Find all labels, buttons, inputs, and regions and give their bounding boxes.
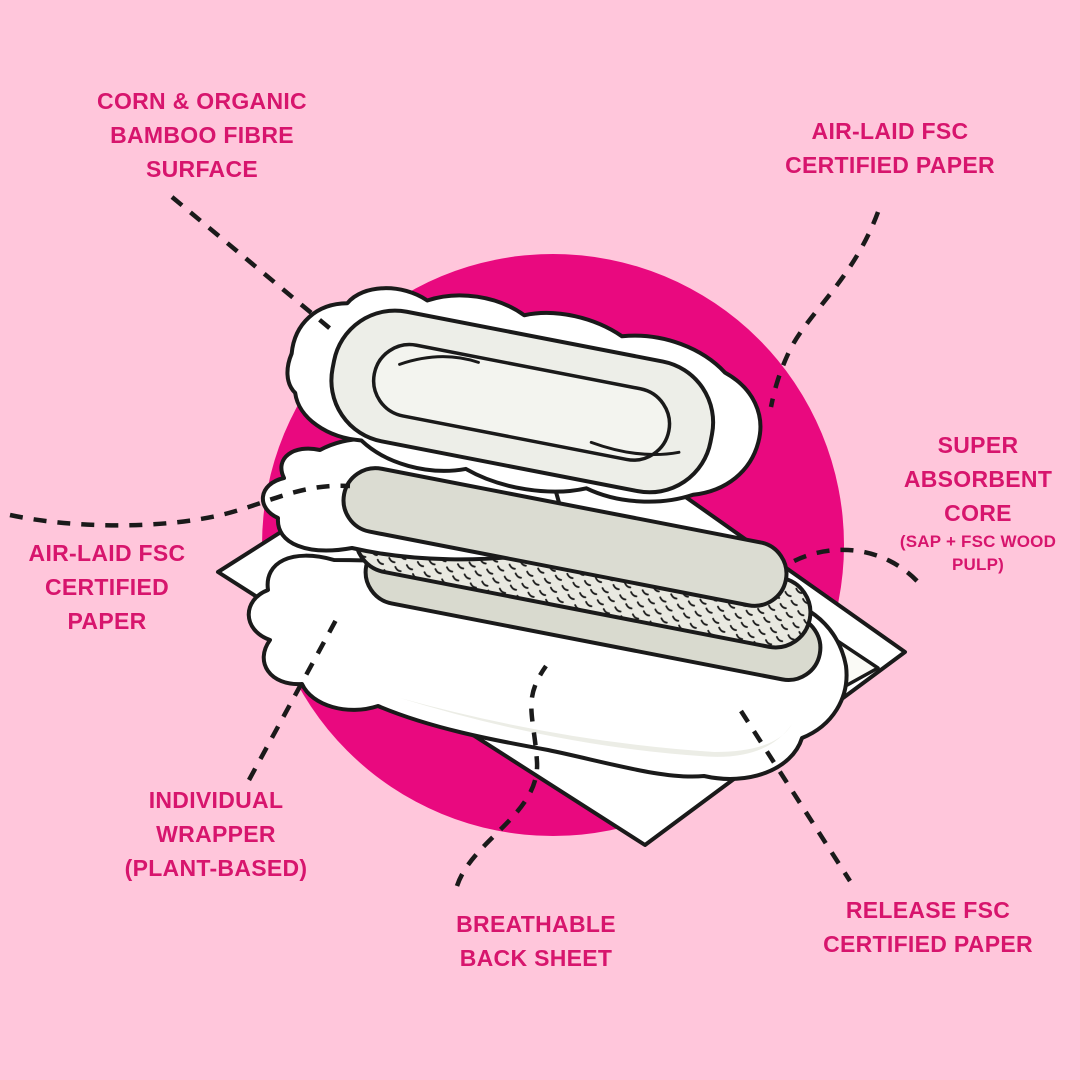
- label-line: PAPER: [67, 608, 147, 634]
- label-individual-wrapper: INDIVIDUAL WRAPPER (PLANT-BASED): [125, 783, 308, 885]
- label-line: BREATHABLE: [456, 911, 616, 937]
- label-line: CERTIFIED PAPER: [785, 152, 995, 178]
- connector-airlaid-top-right: [768, 211, 881, 408]
- label-line: INDIVIDUAL: [148, 787, 284, 813]
- label-release-paper: RELEASE FSC CERTIFIED PAPER: [823, 893, 1033, 961]
- label-airlaid-left: AIR-LAID FSC CERTIFIED PAPER: [29, 536, 186, 638]
- label-line: CERTIFIED PAPER: [823, 931, 1033, 957]
- label-line: CERTIFIED: [44, 574, 170, 600]
- label-line: (PLANT-BASED): [124, 855, 308, 881]
- label-line: BACK SHEET: [459, 945, 613, 971]
- label-line: ABSORBENT: [903, 466, 1053, 492]
- label-line: RELEASE FSC: [845, 897, 1011, 923]
- connector-release-paper: [739, 709, 852, 883]
- label-line: CORN & ORGANIC: [97, 88, 307, 114]
- label-line: CORE: [944, 500, 1012, 526]
- label-line: AIR-LAID FSC: [28, 540, 186, 566]
- connector-individual-wrapper: [247, 618, 338, 782]
- label-breathable-back-sheet: BREATHABLE BACK SHEET: [456, 907, 616, 975]
- label-super-absorbent-core: SUPER ABSORBENT CORE (SAP + FSC WOOD PUL…: [900, 428, 1056, 576]
- label-line: SUPER: [937, 432, 1019, 458]
- airlaid-upper-layer: [341, 466, 789, 608]
- top-sheet-layer: [285, 286, 763, 504]
- label-line: AIR-LAID FSC: [811, 118, 969, 144]
- connector-lines: [9, 195, 919, 887]
- label-corn-surface: CORN & ORGANIC BAMBOO FIBRE SURFACE: [97, 84, 307, 186]
- label-line: BAMBOO FIBRE: [110, 122, 294, 148]
- connector-back-sheet: [454, 664, 548, 887]
- connector-corn-surface: [170, 195, 335, 333]
- connector-airlaid-left: [9, 483, 351, 528]
- label-airlaid-top-right: AIR-LAID FSC CERTIFIED PAPER: [785, 114, 995, 182]
- connector-absorbent-core: [783, 547, 919, 583]
- label-line: WRAPPER: [156, 821, 276, 847]
- label-subline: (SAP + FSC WOOD: [899, 532, 1057, 551]
- label-subline: PULP): [952, 555, 1004, 574]
- label-line: SURFACE: [145, 156, 259, 182]
